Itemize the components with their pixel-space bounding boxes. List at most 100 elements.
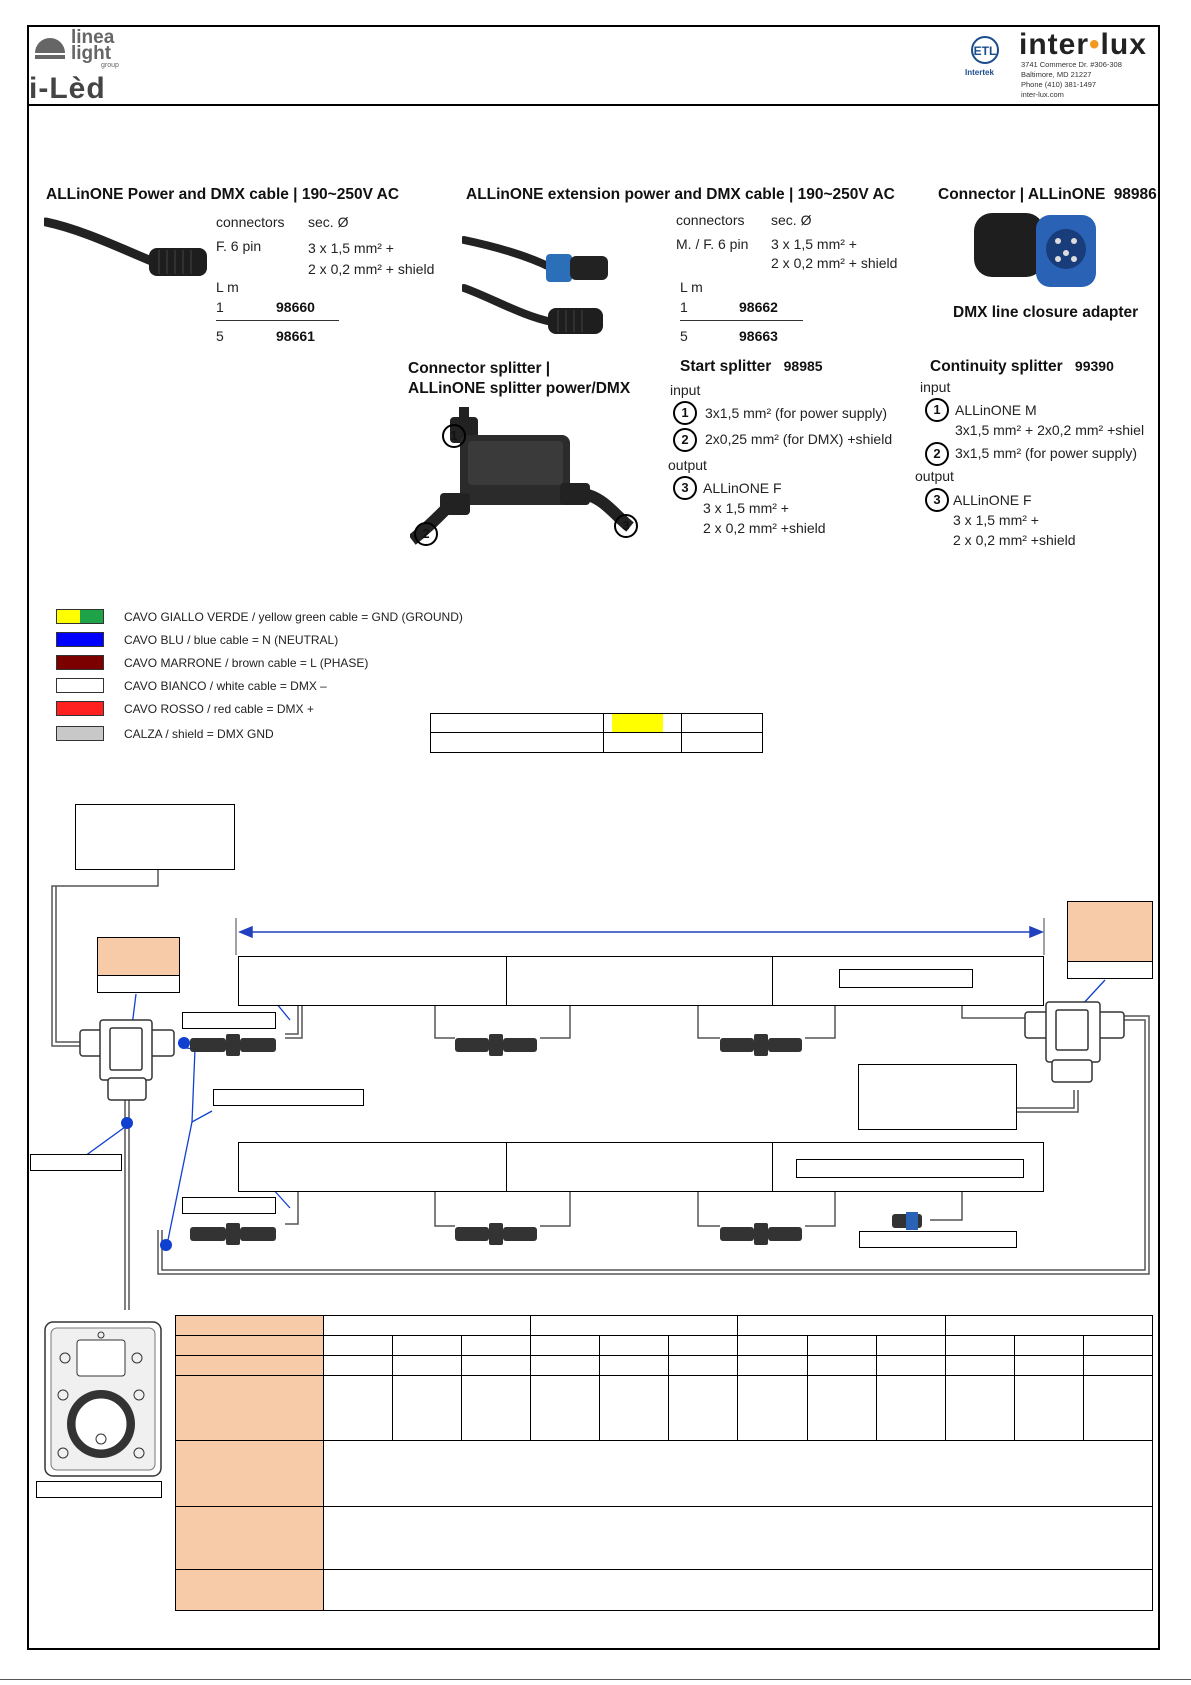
address-line: Baltimore, MD 21227 xyxy=(1021,70,1092,79)
spec-cell xyxy=(530,1335,601,1357)
splitter-marker-1: 1 xyxy=(442,424,466,448)
spec-cell xyxy=(737,1355,808,1377)
spec-cell xyxy=(944,1335,1015,1357)
continuity-item-2: 3x1,5 mm² (for power supply) xyxy=(955,445,1138,461)
page-frame xyxy=(27,25,1160,1650)
power-cable-image xyxy=(44,217,207,276)
iled-logo: i-Lèd xyxy=(29,72,106,106)
spec-cell xyxy=(875,1355,946,1377)
power-connector-value: F. 6 pin xyxy=(216,238,262,254)
extension-cable-image xyxy=(462,236,608,334)
light-text: light xyxy=(71,43,112,64)
start-item-2-marker: 2 xyxy=(673,428,697,452)
extension-connector-value: M. / F. 6 pin xyxy=(676,236,749,252)
legend-label: CAVO GIALLO VERDE / yellow green cable =… xyxy=(124,610,463,624)
dmx-controller-icon xyxy=(44,1321,162,1477)
legend-label: CAVO MARRONE / brown cable = L (PHASE) xyxy=(124,656,369,670)
start-input-label: input xyxy=(670,382,701,398)
intertek-text: Intertek xyxy=(965,68,994,77)
blank-cell xyxy=(681,713,763,733)
extension-length-2: 5 xyxy=(680,328,688,344)
blank-cell xyxy=(602,732,683,753)
splitter-marker-3: 3 xyxy=(614,514,638,538)
blank-info-table xyxy=(430,713,763,753)
continuity-splitter-title: Continuity splitter 99390 xyxy=(930,358,1114,376)
connector-code: 98986 xyxy=(1113,186,1157,203)
spec-cell xyxy=(875,1335,946,1357)
spec-cell xyxy=(461,1355,532,1377)
legend-swatch-green-yellow xyxy=(56,609,104,624)
extension-sec-label: sec. Ø xyxy=(771,212,812,228)
spec-header-cell xyxy=(175,1335,324,1357)
power-row-divider xyxy=(216,320,339,321)
legend-swatch-blue xyxy=(56,632,104,647)
spec-cell xyxy=(323,1568,1153,1612)
spec-cell xyxy=(668,1355,739,1377)
continuity-output-marker: 3 xyxy=(925,488,949,512)
cable-label-box xyxy=(213,1089,364,1106)
splitter-marker-2: 2 xyxy=(414,522,438,546)
continuity-splitter-callout xyxy=(1067,901,1153,979)
blank-cell xyxy=(602,713,683,733)
spec-cell xyxy=(944,1314,1154,1337)
power-code-2: 98661 xyxy=(276,328,315,344)
address-line: 3741 Commerce Dr. #306-308 xyxy=(1021,60,1122,69)
spec-cell xyxy=(323,1440,1153,1507)
spec-header-cell xyxy=(175,1568,324,1612)
svg-text:ETL: ETL xyxy=(974,44,997,58)
spec-cell xyxy=(322,1335,394,1357)
spec-cell xyxy=(323,1505,1153,1570)
spec-cell xyxy=(1082,1335,1154,1357)
fixture-label-box xyxy=(839,969,973,988)
spec-cell xyxy=(737,1375,808,1442)
extension-row-divider xyxy=(680,320,803,321)
cable-label-box xyxy=(182,1197,276,1214)
controller-label-box xyxy=(36,1481,162,1498)
spec-cell xyxy=(737,1314,946,1337)
extension-code-2: 98663 xyxy=(739,328,778,344)
iled-text: i-Lèd xyxy=(29,72,106,105)
spec-cell xyxy=(392,1375,463,1442)
extension-connectors-label: connectors xyxy=(676,212,745,228)
certification-mark: ETL Intertek xyxy=(963,32,1007,77)
power-sec-value-1: 3 x 1,5 mm² + xyxy=(308,240,394,256)
spec-cell xyxy=(322,1314,532,1337)
spec-cell xyxy=(599,1355,670,1377)
start-output-line-3: 2 x 0,2 mm² +shield xyxy=(703,520,826,536)
linea-light-mark-icon xyxy=(35,38,65,59)
start-output-line-1: ALLinONE F xyxy=(703,480,782,496)
spec-cell xyxy=(1013,1335,1084,1357)
continuity-item-1-line-2: 3x1,5 mm² + 2x0,2 mm² +shiel xyxy=(955,422,1145,438)
address-line: Phone (410) 381-1497 xyxy=(1021,80,1097,89)
fixture-bar xyxy=(506,1142,774,1192)
spec-header-cell xyxy=(175,1355,324,1377)
power-cable-title: ALLinONE Power and DMX cable | 190~250V … xyxy=(46,186,400,203)
spec-cell xyxy=(1013,1355,1084,1377)
extension-code-1: 98662 xyxy=(739,299,778,315)
power-sec-label: sec. Ø xyxy=(308,214,349,230)
spec-header-cell xyxy=(175,1440,324,1507)
power-connectors-label: connectors xyxy=(216,214,285,230)
fixture-label-box xyxy=(796,1159,1024,1178)
footer-divider xyxy=(0,1679,1191,1680)
yellow-highlight xyxy=(611,714,664,732)
spec-cell xyxy=(668,1375,739,1442)
blank-cell xyxy=(430,732,604,753)
power-source-box xyxy=(75,804,235,870)
connector-image xyxy=(974,213,1096,287)
spec-cell xyxy=(944,1355,1015,1377)
spec-cell xyxy=(530,1314,739,1337)
continuity-item-1-line-1: ALLinONE M xyxy=(955,402,1037,418)
extension-length-1: 1 xyxy=(680,299,688,315)
spec-cell xyxy=(806,1355,877,1377)
spec-cell xyxy=(322,1375,394,1442)
etl-cert-icon: ETL xyxy=(971,36,999,64)
power-code-1: 98660 xyxy=(276,299,315,315)
cable-label-box xyxy=(30,1154,122,1171)
connector-caption: DMX line closure adapter xyxy=(953,304,1139,321)
spec-cell xyxy=(530,1375,601,1442)
spec-cell xyxy=(599,1335,670,1357)
linea-text: linea xyxy=(71,27,115,48)
closure-label-box xyxy=(859,1231,1017,1248)
power-length-1: 1 xyxy=(216,299,224,315)
